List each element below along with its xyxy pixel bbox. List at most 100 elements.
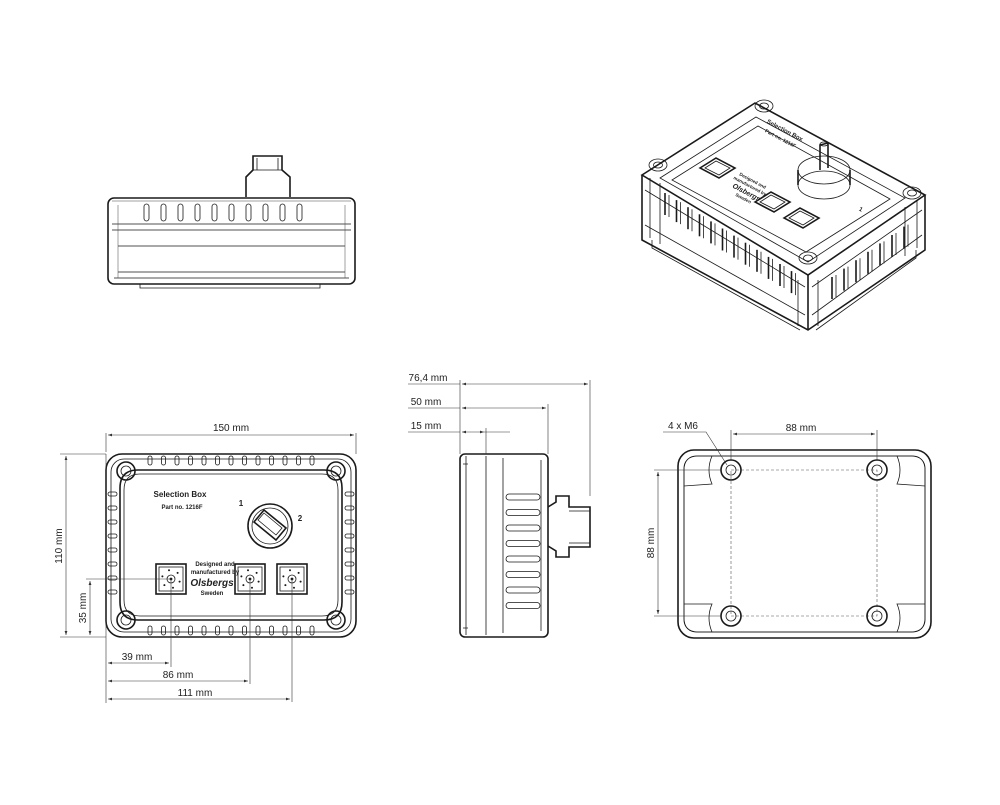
- vent-slot: [262, 203, 269, 222]
- front-vent-slots: [107, 455, 355, 636]
- dim-body-depth-text: 50 mm: [411, 397, 442, 408]
- vent-slot: [160, 203, 167, 222]
- panel-country-text: Sweden: [201, 591, 224, 597]
- front-boss: [326, 461, 346, 481]
- side-body-outline: [459, 453, 549, 638]
- iso-pos1-text: 1: [858, 207, 864, 214]
- front-dimensions: 150 mm 110 mm 35 mm 39 mm 86 mm 111 mm: [54, 423, 357, 703]
- side-vent-slots: [505, 493, 541, 609]
- iso-corner-posts: [649, 178, 918, 326]
- mounting-hole-thread: [725, 610, 737, 622]
- back-corner-pad: [896, 603, 926, 633]
- iso-top-inner: [659, 116, 906, 263]
- back-extension-h: [654, 469, 721, 617]
- panel-brand-text: Olsbergs: [190, 578, 234, 589]
- vent-slot: [296, 455, 301, 466]
- knob-detail: [253, 158, 282, 171]
- back-corner-pad: [683, 455, 713, 487]
- iso-connector: [782, 207, 821, 229]
- vent-slot: [161, 625, 166, 636]
- vent-slot: [201, 455, 207, 466]
- side-label-leaders: [408, 383, 460, 433]
- vent-slot: [215, 625, 220, 636]
- connector-pin-dot: [255, 571, 258, 574]
- vent-slot: [505, 524, 541, 532]
- front-boss-hole: [330, 614, 342, 626]
- vent-slot: [505, 493, 541, 501]
- iso-connector-inner: [704, 160, 731, 176]
- connector-pin-dot: [282, 575, 285, 578]
- vent-slot: [194, 203, 201, 222]
- dim-conn2-text: 86 mm: [163, 670, 194, 681]
- vent-slot: [344, 575, 355, 581]
- iso-panel: [671, 125, 891, 253]
- vent-slot: [188, 625, 193, 636]
- front-boss-hole: [330, 465, 342, 477]
- vent-slot: [344, 533, 355, 539]
- vent-slot: [147, 455, 153, 466]
- vent-slot: [505, 509, 541, 516]
- vent-slot: [215, 455, 220, 466]
- vent-slot: [107, 491, 118, 497]
- vent-slot: [245, 203, 252, 222]
- back-edges: [683, 455, 926, 633]
- iso-boss-hole: [803, 254, 813, 262]
- dim-width-text: 150 mm: [213, 423, 249, 434]
- vent-slot: [344, 547, 355, 553]
- vent-slot: [344, 519, 355, 525]
- panel-partno-text: Part no. 1216F: [161, 505, 202, 511]
- selector-knob-lever-inner: [257, 512, 283, 536]
- connector-pin-dot: [257, 580, 260, 583]
- iso-boss-hole: [653, 161, 663, 169]
- connector-pin-dot: [299, 580, 302, 583]
- panel-title-text: Selection Box: [154, 490, 207, 499]
- vent-slot: [296, 625, 301, 636]
- iso-connector: [698, 157, 737, 179]
- iso-knob-shaft-top: [819, 141, 829, 147]
- front-panel: [119, 469, 343, 621]
- iso-corner-bosses: [648, 99, 922, 265]
- connector-pin-dot: [178, 580, 181, 583]
- top-view-inner: [112, 200, 351, 278]
- iso-boss: [648, 158, 668, 172]
- back-corner-pad: [683, 603, 713, 633]
- vent-slot: [174, 625, 180, 636]
- top-view-body: [107, 197, 356, 285]
- connector-pin-dot: [297, 571, 300, 574]
- selector-knob-outer: [247, 503, 293, 549]
- iso-knob-top: [797, 155, 851, 185]
- vent-slot: [107, 561, 118, 567]
- connector-pin-dot: [161, 575, 164, 578]
- vent-slot: [143, 203, 150, 222]
- hole-callout-text: 4 x M6: [668, 421, 698, 432]
- iso-boss: [902, 186, 922, 200]
- iso-connector: [753, 191, 792, 213]
- selector-knob: [247, 503, 293, 549]
- vent-slot: [344, 589, 355, 595]
- dim-height-text: 110 mm: [54, 528, 65, 563]
- vent-slot: [282, 455, 288, 466]
- iso-connector-inner: [788, 210, 815, 226]
- back-view: 4 x M6 88 mm 88 mm: [646, 421, 932, 639]
- dim-hole-y-text: 88 mm: [646, 528, 657, 559]
- front-boss: [116, 461, 136, 481]
- connector-pin-dots: [161, 569, 302, 589]
- connector-pin-dot: [171, 586, 174, 589]
- vent-slot: [269, 625, 274, 636]
- vent-slot: [242, 455, 247, 466]
- iso-boss: [754, 99, 774, 113]
- vent-slot: [107, 589, 118, 595]
- panel-designed-line1: Designed and: [195, 562, 235, 568]
- top-elevation-view: [107, 155, 356, 289]
- vent-slot: [228, 625, 234, 636]
- isometric-view: Selection Box Part no. 1216F Designed an…: [640, 99, 927, 331]
- vent-slot: [309, 455, 315, 466]
- dim-lid-depth-text: 15 mm: [411, 421, 442, 432]
- top-view-vent-slots: [143, 203, 303, 222]
- extension-lines-h: [60, 453, 106, 638]
- iso-knob-base: [797, 170, 851, 200]
- iso-vent-slots-left: [664, 193, 796, 296]
- vent-slot: [107, 505, 118, 511]
